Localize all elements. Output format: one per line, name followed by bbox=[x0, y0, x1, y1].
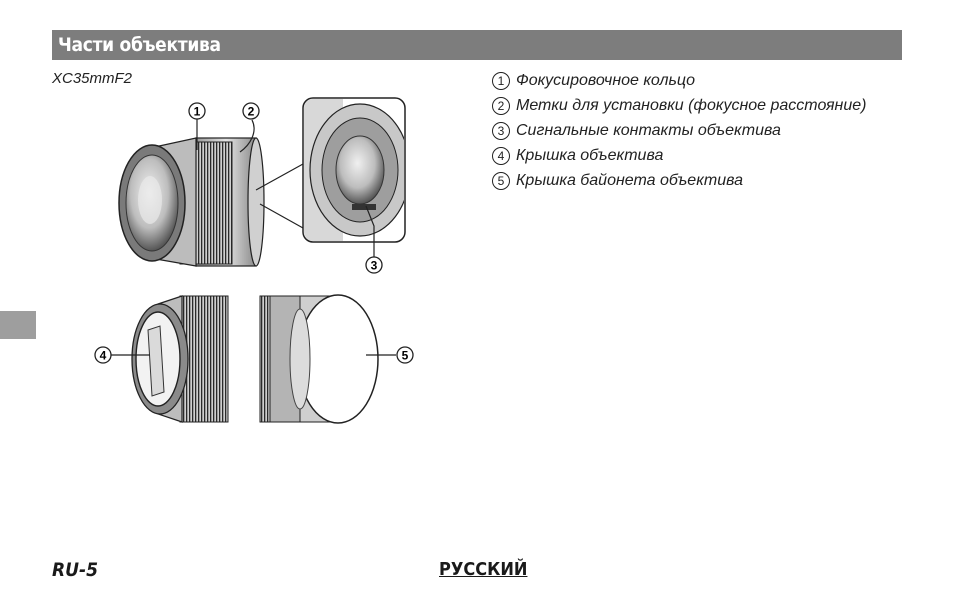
svg-text:4: 4 bbox=[100, 349, 107, 363]
callout-3: 3 bbox=[365, 256, 383, 274]
svg-text:1: 1 bbox=[194, 105, 201, 119]
callout-2: 2 bbox=[242, 102, 260, 120]
language-label: РУССКИЙ bbox=[439, 559, 528, 580]
svg-text:5: 5 bbox=[402, 349, 409, 363]
part-item: 5 Крышка байонета объектива bbox=[492, 169, 866, 194]
lens-with-front-cap bbox=[131, 295, 229, 423]
callout-4: 4 bbox=[94, 346, 112, 364]
part-label: Метки для установки (фокусное расстояние… bbox=[516, 96, 867, 114]
page-number: RU-5 bbox=[52, 559, 99, 581]
part-number: 5 bbox=[492, 172, 510, 191]
callout-5: 5 bbox=[396, 346, 414, 364]
part-number: 3 bbox=[492, 121, 510, 140]
leader-lines bbox=[110, 119, 396, 356]
chapter-tab bbox=[0, 311, 36, 339]
lens-side-view bbox=[118, 137, 265, 267]
parts-list: 1 Фокусировочное кольцо 2 Метки для уста… bbox=[492, 68, 866, 194]
svg-text:3: 3 bbox=[371, 259, 378, 273]
part-label: Сигнальные контакты объектива bbox=[516, 121, 781, 139]
part-label: Фокусировочное кольцо bbox=[516, 71, 695, 89]
callout-1: 1 bbox=[188, 102, 206, 120]
part-number: 2 bbox=[492, 96, 510, 115]
part-item: 2 Метки для установки (фокусное расстоян… bbox=[492, 93, 866, 118]
part-label: Крышка байонета объектива bbox=[516, 172, 744, 190]
part-number: 1 bbox=[492, 71, 510, 90]
part-number: 4 bbox=[492, 147, 510, 166]
part-label: Крышка объектива bbox=[516, 147, 664, 165]
section-header-bar: Части объектива bbox=[52, 30, 902, 60]
part-item: 3 Сигнальные контакты объектива bbox=[492, 118, 866, 143]
part-item: 1 Фокусировочное кольцо bbox=[492, 68, 866, 93]
lens-mount-detail bbox=[302, 97, 406, 243]
section-title: Части объектива bbox=[58, 34, 221, 56]
svg-text:2: 2 bbox=[248, 105, 255, 119]
lens-model: XC35mmF2 bbox=[52, 70, 133, 87]
lens-rear-cap bbox=[259, 294, 379, 424]
part-item: 4 Крышка объектива bbox=[492, 144, 866, 169]
